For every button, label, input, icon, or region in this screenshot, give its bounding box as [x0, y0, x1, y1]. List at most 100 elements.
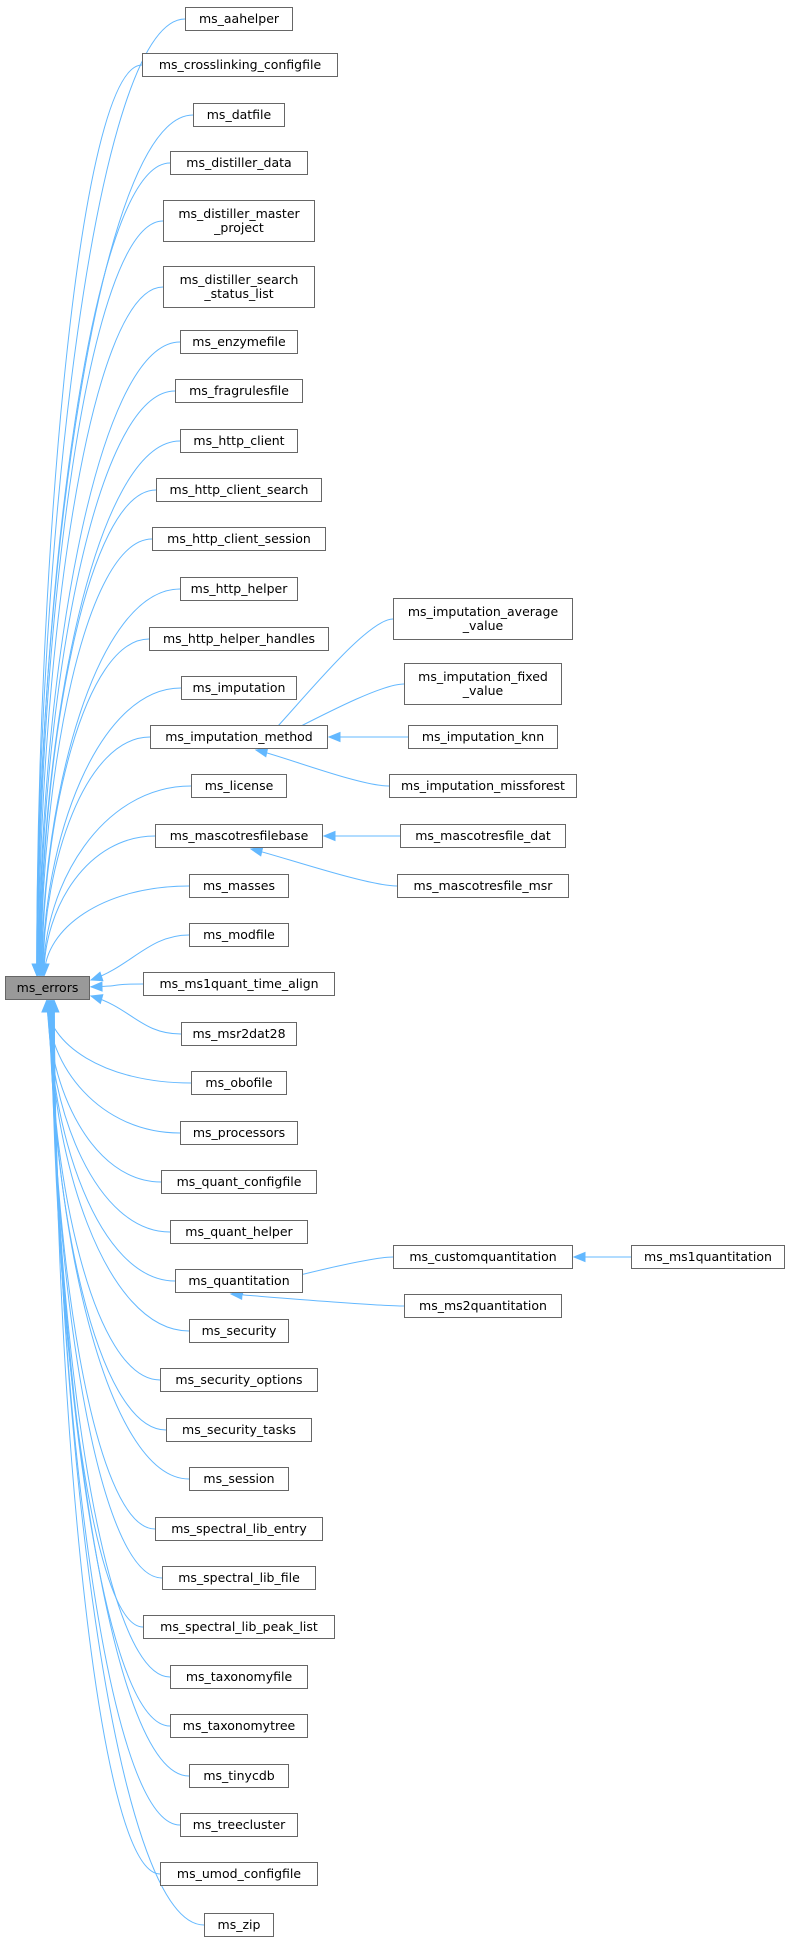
class-node-ms_taxonomytree[interactable]: ms_taxonomytree — [170, 1714, 308, 1738]
node-label: _value — [462, 683, 504, 698]
class-node-ms_masses[interactable]: ms_masses — [189, 874, 289, 898]
node-label: ms_security — [201, 1323, 277, 1338]
class-node-ms_taxonomyfile[interactable]: ms_taxonomyfile — [170, 1665, 308, 1689]
class-node-ms_mascotresfile_msr[interactable]: ms_mascotresfile_msr — [397, 874, 569, 898]
edge-ms_umod_configfile-to-ms_errors — [53, 1000, 161, 1875]
edge-ms_crosslinking_configfile-to-ms_errors — [36, 64, 143, 976]
node-label: ms_taxonomytree — [182, 1718, 296, 1733]
edge-ms_imputation_method-to-ms_errors — [42, 736, 151, 976]
class-node-ms_distiller_search_status_list[interactable]: ms_distiller_search_status_list — [163, 266, 315, 308]
node-label: ms_quantitation — [188, 1273, 290, 1288]
node-label: ms_treecluster — [192, 1817, 286, 1832]
edge-ms_security-to-ms_errors — [48, 1000, 190, 1332]
class-node-ms_ms1quantitation[interactable]: ms_ms1quantitation — [631, 1245, 785, 1269]
arrowhead-ms_mascotresfile_msr — [249, 846, 264, 857]
class-node-ms_spectral_lib_file[interactable]: ms_spectral_lib_file — [162, 1566, 316, 1590]
edge-ms_http_client_session-to-ms_errors — [40, 538, 153, 976]
node-label: _status_list — [204, 286, 274, 301]
node-label: ms_http_client_search — [169, 482, 309, 497]
class-node-ms_http_client_session[interactable]: ms_http_client_session — [152, 527, 326, 551]
class-node-ms_ms2quantitation[interactable]: ms_ms2quantitation — [404, 1294, 562, 1318]
class-node-ms_crosslinking_configfile[interactable]: ms_crosslinking_configfile — [142, 53, 338, 77]
node-label: ms_crosslinking_configfile — [158, 57, 322, 72]
class-node-ms_customquantitation[interactable]: ms_customquantitation — [393, 1245, 573, 1269]
class-node-ms_http_client_search[interactable]: ms_http_client_search — [156, 478, 322, 502]
class-node-ms_security_options[interactable]: ms_security_options — [160, 1368, 318, 1392]
class-node-ms_imputation_average_value[interactable]: ms_imputation_average_value — [393, 598, 573, 640]
class-node-ms_umod_configfile[interactable]: ms_umod_configfile — [160, 1862, 318, 1886]
class-node-ms_datfile[interactable]: ms_datfile — [193, 103, 285, 127]
node-label: ms_imputation_fixed — [418, 669, 548, 684]
node-label: ms_umod_configfile — [176, 1866, 302, 1881]
class-node-ms_imputation_fixed_value[interactable]: ms_imputation_fixed_value — [404, 663, 562, 705]
arrowhead-ms_mascotresfile_dat — [322, 830, 336, 842]
class-node-ms_imputation_method[interactable]: ms_imputation_method — [150, 725, 328, 749]
class-node-ms_quantitation[interactable]: ms_quantitation — [175, 1269, 303, 1293]
class-node-ms_fragrulesfile[interactable]: ms_fragrulesfile — [175, 379, 303, 403]
node-label: ms_http_client — [193, 433, 285, 448]
node-label: ms_license — [204, 778, 274, 793]
class-node-ms_http_client[interactable]: ms_http_client — [180, 429, 298, 453]
node-label: ms_security_tasks — [182, 1422, 296, 1437]
class-node-ms_license[interactable]: ms_license — [191, 774, 287, 798]
node-label: ms_session — [203, 1471, 275, 1486]
node-label: ms_taxonomyfile — [185, 1669, 293, 1684]
class-node-ms_processors[interactable]: ms_processors — [180, 1121, 298, 1145]
class-node-ms_obofile[interactable]: ms_obofile — [191, 1071, 287, 1095]
class-node-ms_distiller_data[interactable]: ms_distiller_data — [170, 151, 308, 175]
class-node-ms_imputation[interactable]: ms_imputation — [181, 676, 297, 700]
node-label: ms_quant_helper — [185, 1224, 293, 1239]
arrowhead-ms_ms1quantitation — [572, 1251, 586, 1263]
node-label: ms_imputation_average — [407, 604, 559, 619]
root-node-ms_errors: ms_errors — [5, 976, 90, 1000]
class-node-ms_http_helper_handles[interactable]: ms_http_helper_handles — [149, 627, 329, 651]
edge-ms_distiller_search_status_list-to-ms_errors — [37, 286, 164, 976]
edge-ms_http_client_search-to-ms_errors — [40, 489, 157, 976]
class-node-ms_aahelper[interactable]: ms_aahelper — [185, 7, 293, 31]
class-node-ms_quant_configfile[interactable]: ms_quant_configfile — [161, 1170, 317, 1194]
edge-ms_spectral_lib_entry-to-ms_errors — [50, 1000, 156, 1530]
node-label: ms_spectral_lib_peak_list — [160, 1619, 318, 1634]
class-node-ms_spectral_lib_entry[interactable]: ms_spectral_lib_entry — [155, 1517, 323, 1541]
edge-ms_ms2quantitation-to-ms_quantitation — [230, 1293, 405, 1307]
edge-ms_msr2dat28-to-ms_errors — [90, 995, 182, 1035]
class-node-ms_quant_helper[interactable]: ms_quant_helper — [170, 1220, 308, 1244]
arrowhead-ms_msr2dat28 — [89, 994, 104, 1005]
class-node-ms_zip[interactable]: ms_zip — [204, 1913, 274, 1937]
node-label: ms_errors — [16, 980, 79, 995]
edge-ms_mascotresfile_msr-to-ms_mascotresfilebase — [250, 848, 398, 887]
class-node-ms_mascotresfile_dat[interactable]: ms_mascotresfile_dat — [400, 824, 566, 848]
edge-ms_masses-to-ms_errors — [43, 885, 190, 976]
class-node-ms_http_helper[interactable]: ms_http_helper — [180, 577, 298, 601]
arrowhead-ms_ms1quant_time_align — [89, 981, 103, 992]
node-label: ms_customquantitation — [409, 1249, 557, 1264]
edge-ms_security_tasks-to-ms_errors — [49, 1000, 167, 1431]
class-node-ms_mascotresfilebase[interactable]: ms_mascotresfilebase — [155, 824, 323, 848]
edge-ms_spectral_lib_file-to-ms_errors — [50, 1000, 163, 1579]
node-label: ms_imputation_missforest — [401, 778, 565, 793]
node-label: ms_tinycdb — [203, 1768, 275, 1783]
node-label: ms_http_helper_handles — [162, 631, 316, 646]
class-node-ms_treecluster[interactable]: ms_treecluster — [180, 1813, 298, 1837]
node-label: ms_ms1quant_time_align — [159, 976, 319, 991]
node-label: ms_obofile — [205, 1075, 273, 1090]
class-node-ms_distiller_master_project[interactable]: ms_distiller_master_project — [163, 200, 315, 242]
class-node-ms_imputation_knn[interactable]: ms_imputation_knn — [408, 725, 558, 749]
class-node-ms_tinycdb[interactable]: ms_tinycdb — [189, 1764, 289, 1788]
class-node-ms_enzymefile[interactable]: ms_enzymefile — [180, 330, 298, 354]
edge-ms_http_helper-to-ms_errors — [41, 588, 181, 976]
node-label: ms_spectral_lib_entry — [171, 1521, 307, 1536]
class-node-ms_security[interactable]: ms_security — [189, 1319, 289, 1343]
class-node-ms_session[interactable]: ms_session — [189, 1467, 289, 1491]
class-node-ms_ms1quant_time_align[interactable]: ms_ms1quant_time_align — [143, 972, 335, 996]
class-node-ms_security_tasks[interactable]: ms_security_tasks — [166, 1418, 312, 1442]
edge-ms_processors-to-ms_errors — [46, 1000, 181, 1134]
arrowhead-ms_masses — [39, 963, 50, 977]
class-node-ms_modfile[interactable]: ms_modfile — [189, 923, 289, 947]
class-node-ms_spectral_lib_peak_list[interactable]: ms_spectral_lib_peak_list — [143, 1615, 335, 1639]
class-node-ms_imputation_missforest[interactable]: ms_imputation_missforest — [389, 774, 577, 798]
node-label: ms_aahelper — [198, 11, 280, 26]
class-node-ms_msr2dat28[interactable]: ms_msr2dat28 — [181, 1022, 297, 1046]
